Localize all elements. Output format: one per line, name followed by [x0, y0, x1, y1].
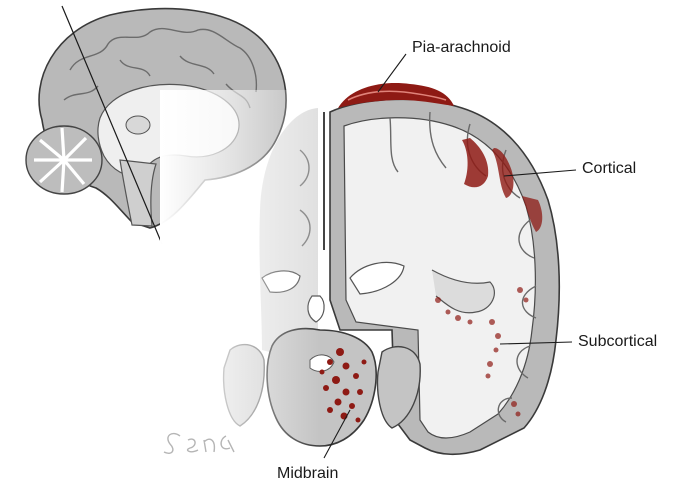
sagittal-cerebellum [26, 126, 102, 194]
pia-arachnoid-label: Pia-arachnoid [412, 39, 511, 56]
subcortical-label: Subcortical [578, 333, 657, 350]
cortical-label: Cortical [582, 160, 636, 177]
midbrain-label: Midbrain [277, 465, 338, 482]
left-fade-overlay [160, 90, 320, 470]
sagittal-thalamus [126, 116, 150, 134]
